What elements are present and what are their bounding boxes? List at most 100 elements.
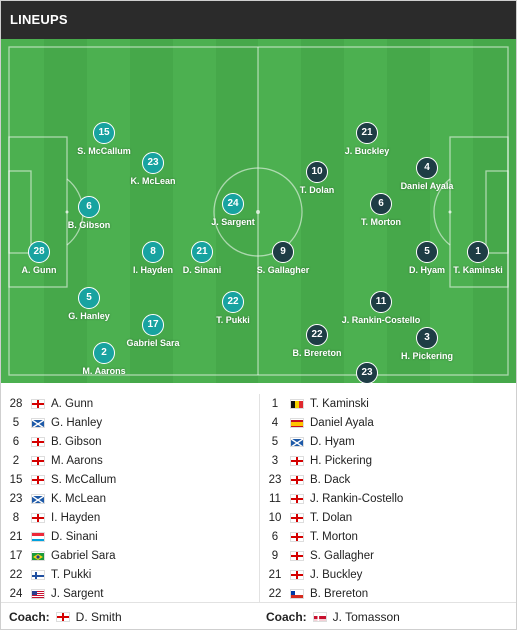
shirt-number: 1: [271, 397, 279, 410]
scotland-flag-icon: [31, 493, 45, 504]
home-coach-name[interactable]: D. Smith: [75, 610, 122, 624]
lineups-title: LINEUPS: [10, 12, 68, 27]
shirt-number: 21: [9, 530, 23, 543]
player-name: J. Rankin-Costello: [341, 315, 421, 325]
shirt-number: 9: [272, 241, 294, 263]
shirt-number: 22: [222, 291, 244, 313]
player-name: J. Buckley: [344, 146, 390, 156]
finland-flag-icon: [31, 569, 45, 580]
list-item[interactable]: 17 Gabriel Sara: [1, 546, 258, 565]
england-flag-icon: [290, 550, 304, 561]
shirt-number: 4: [271, 416, 279, 429]
shirt-number: 8: [142, 241, 164, 263]
player-name: B. Dack: [310, 473, 351, 486]
england-flag-icon: [290, 474, 304, 485]
shirt-number: 22: [9, 568, 23, 581]
player-name: G. Hanley: [51, 416, 103, 429]
england-flag-icon: [55, 612, 70, 622]
england-flag-icon: [31, 398, 45, 409]
player-name: S. Gallagher: [256, 265, 310, 275]
scotland-flag-icon: [31, 417, 45, 428]
player-name: G. Hanley: [68, 311, 110, 321]
player-name: D. Sinani: [51, 530, 98, 543]
spain-flag-icon: [290, 417, 304, 428]
player-name: T. Kaminski: [310, 397, 369, 410]
player-name: B. Brereton: [310, 587, 369, 600]
list-item[interactable]: 5 D. Hyam: [260, 432, 516, 451]
shirt-number: 17: [142, 314, 164, 336]
player-name: T. Kaminski: [453, 265, 503, 275]
england-flag-icon: [31, 474, 45, 485]
away-coach-name[interactable]: J. Tomasson: [332, 610, 400, 624]
player-name: J. Buckley: [310, 568, 363, 581]
shirt-number: 3: [271, 454, 279, 467]
shirt-number: 23: [142, 152, 164, 174]
england-flag-icon: [31, 436, 45, 447]
player-name: T. Pukki: [216, 315, 250, 325]
player-name: D. Hyam: [310, 435, 355, 448]
shirt-number: 6: [271, 530, 279, 543]
player-name: Gabriel Sara: [51, 549, 116, 562]
shirt-number: 17: [9, 549, 23, 562]
away-coach: Coach: J. Tomasson: [266, 603, 400, 631]
usa-flag-icon: [31, 588, 45, 599]
player-name: J. Sargent: [51, 587, 104, 600]
coaches-row: Coach: D. Smith Coach: J. Tomasson: [1, 602, 516, 630]
player-name: J. Rankin-Costello: [310, 492, 404, 505]
england-flag-icon: [290, 455, 304, 466]
chile-flag-icon: [290, 588, 304, 599]
player-name: I. Hayden: [132, 265, 173, 275]
brazil-flag-icon: [31, 550, 45, 561]
shirt-number: 3: [416, 327, 438, 349]
player-name: Gabriel Sara: [126, 338, 180, 348]
player-name: I. Hayden: [51, 511, 101, 524]
shirt-number: 5: [271, 435, 279, 448]
home-coach: Coach: D. Smith: [9, 603, 122, 631]
player-name: B. Brereton: [292, 348, 342, 358]
shirt-number: 2: [93, 342, 115, 364]
shirt-number: 5: [416, 241, 438, 263]
list-item[interactable]: 5 G. Hanley: [1, 413, 258, 432]
player-name: M. Aarons: [51, 454, 103, 467]
england-flag-icon: [290, 493, 304, 504]
list-item[interactable]: 23 B. Dack: [260, 470, 516, 489]
shirt-number: 9: [271, 549, 279, 562]
shirt-number: 11: [370, 291, 392, 313]
shirt-number: 21: [356, 122, 378, 144]
shirt-number: 5: [12, 416, 20, 429]
shirt-number: 23: [268, 473, 282, 486]
player-name: Daniel Ayala: [400, 181, 454, 191]
england-flag-icon: [31, 512, 45, 523]
belgium-flag-icon: [290, 398, 304, 409]
player-name: J. Sargent: [211, 217, 255, 227]
shirt-number: 5: [78, 287, 100, 309]
shirt-number: 8: [12, 511, 20, 524]
shirt-number: 1: [467, 241, 489, 263]
player-name: B. Gibson: [67, 220, 111, 230]
player-name: T. Morton: [361, 217, 401, 227]
shirt-number: 24: [222, 193, 244, 215]
pitch-markings: [8, 46, 509, 376]
list-item[interactable]: 21 D. Sinani: [1, 527, 258, 546]
list-item[interactable]: 1 T. Kaminski: [260, 394, 516, 413]
player-name: A. Gunn: [21, 265, 57, 275]
list-item[interactable]: 8 I. Hayden: [1, 508, 258, 527]
